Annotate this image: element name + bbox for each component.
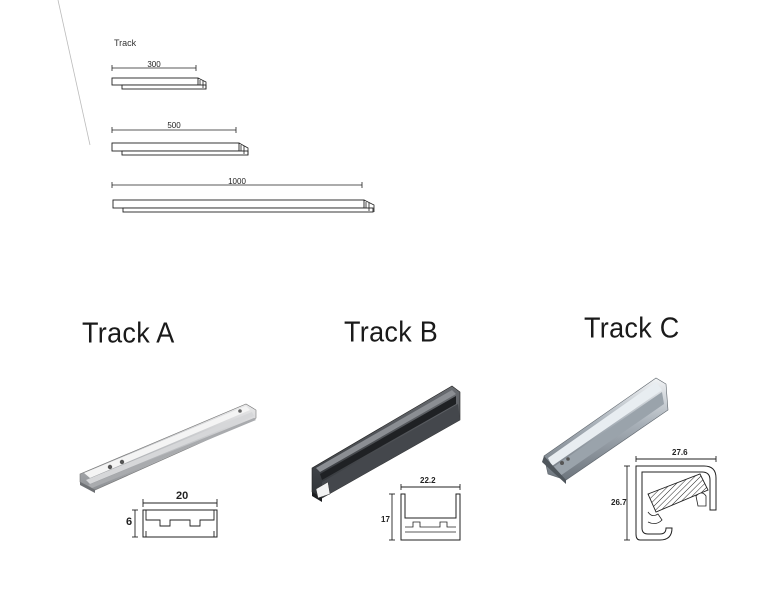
track-label: Track	[114, 38, 137, 48]
track-b-width-label: 22.2	[420, 476, 436, 485]
track-c-height-label: 26.7	[611, 498, 627, 507]
length-1000-label: 1000	[228, 177, 246, 186]
track-c-title: Track C	[584, 312, 680, 344]
track-c-width-label: 27.6	[672, 448, 688, 457]
length-500-label: 500	[167, 121, 181, 130]
length-300-label: 300	[147, 60, 161, 69]
track-b-title: Track B	[344, 316, 439, 348]
track-b-height-label: 17	[381, 515, 390, 524]
track-a-height-label: 6	[126, 516, 133, 528]
track-a-title: Track A	[82, 317, 175, 349]
track-a-width-label: 20	[176, 490, 189, 502]
